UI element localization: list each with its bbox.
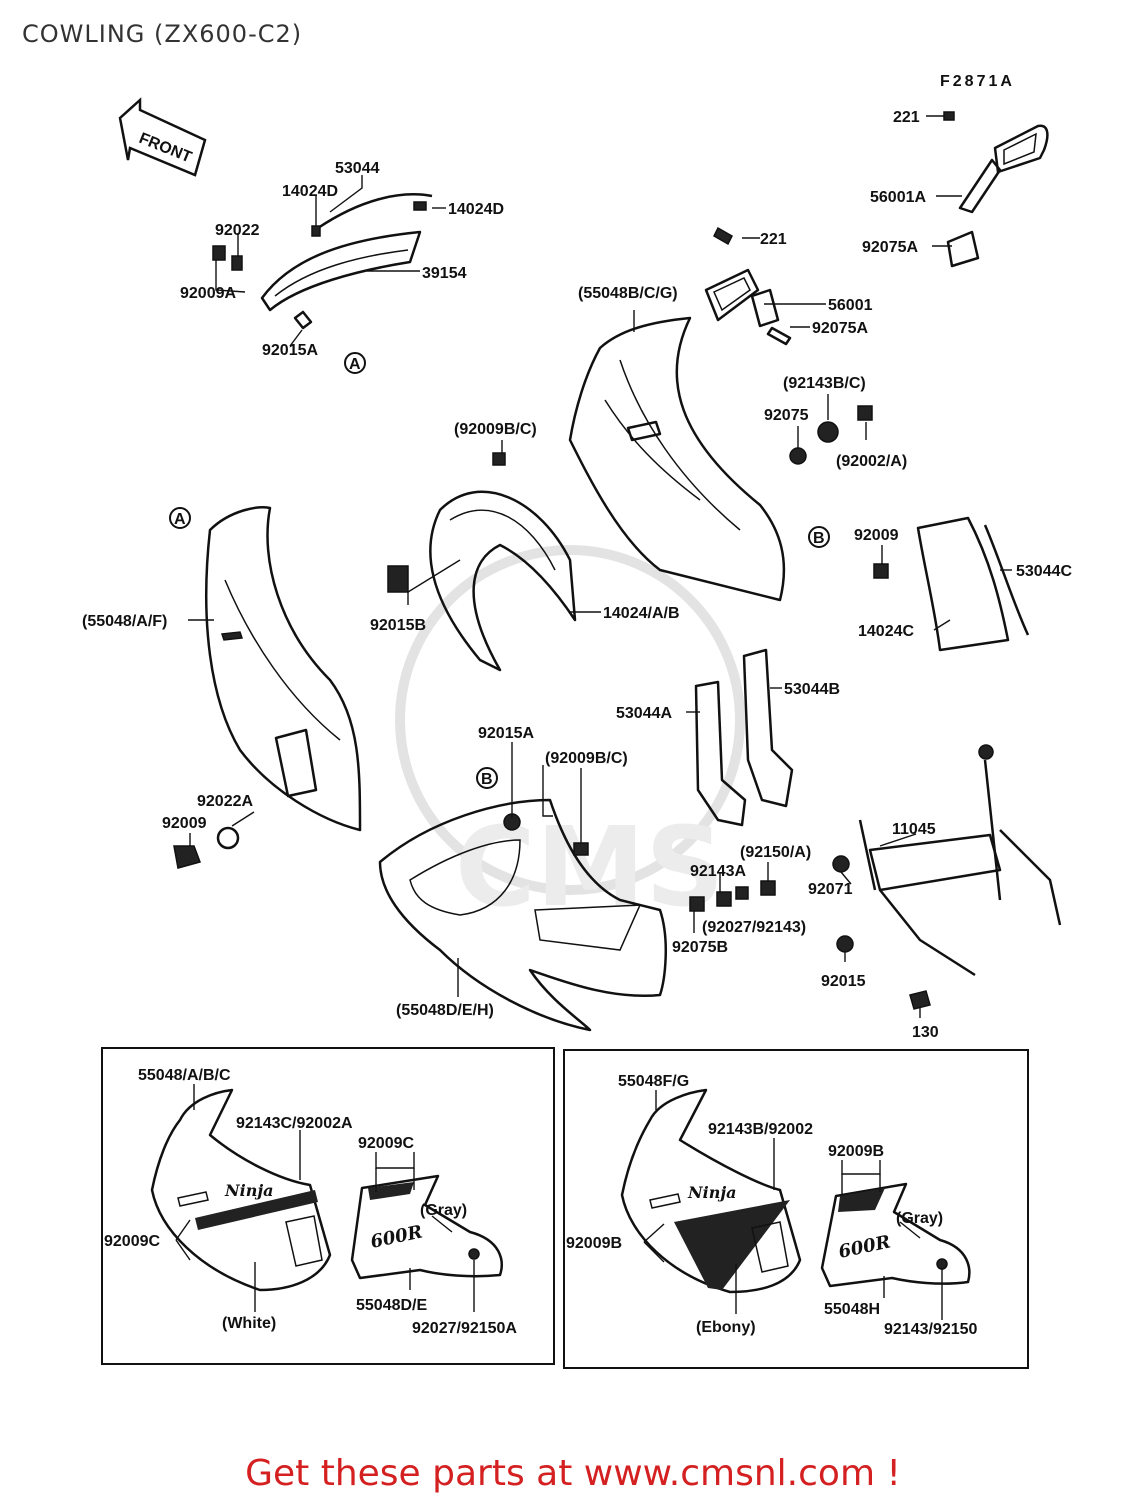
label-ebony: (Ebony) — [696, 1319, 756, 1336]
label-55048h: 55048H — [824, 1301, 880, 1318]
label-92075b: 92075B — [672, 939, 728, 956]
label-92143a: 92143A — [690, 863, 746, 880]
callout-b-lower: B — [476, 767, 498, 789]
callout-a-left: A — [169, 507, 191, 529]
label-92015a-top: 92015A — [262, 342, 318, 359]
cowling-stay — [689, 744, 1062, 1010]
label-92143bc: (92143B/C) — [783, 375, 866, 392]
label-92022a: 92022A — [197, 793, 253, 810]
label-53044: 53044 — [335, 160, 380, 177]
label-92015: 92015 — [821, 973, 866, 990]
label-55048abc: 55048/A/B/C — [138, 1067, 231, 1084]
callout-a-top: A — [344, 352, 366, 374]
label-221: 221 — [760, 231, 787, 248]
svg-text:A: A — [174, 511, 186, 528]
label-14024d-b: 14024D — [448, 201, 504, 218]
svg-text:Ninja: Ninja — [224, 1181, 274, 1200]
watermark-logo: CMS — [395, 545, 745, 931]
label-92009-left: 92009 — [162, 815, 207, 832]
label-92143b-92002: 92143B/92002 — [708, 1121, 813, 1138]
label-92009c-top: 92009C — [358, 1135, 414, 1152]
svg-text:A: A — [349, 356, 361, 373]
label-92009: 92009 — [854, 527, 899, 544]
label-56001a: 56001A — [870, 189, 926, 206]
label-56001: 56001 — [828, 297, 873, 314]
label-53044a: 53044A — [616, 705, 672, 722]
svg-text:CMS: CMS — [455, 803, 724, 931]
leader-lines — [188, 115, 1012, 1018]
svg-text:600R: 600R — [369, 1221, 425, 1252]
page-title: COWLING (ZX600-C2) — [22, 20, 303, 48]
label-130: 130 — [912, 1024, 939, 1041]
label-92022: 92022 — [215, 222, 260, 239]
front-arrow-icon: FRONT — [118, 97, 207, 177]
figure-code: F2871A — [940, 73, 1015, 90]
label-92009c-side: 92009C — [104, 1233, 160, 1250]
label-92027-92150a: 92027/92150A — [412, 1320, 517, 1337]
label-55048de: 55048D/E — [356, 1297, 427, 1314]
label-14024c: 14024C — [858, 623, 914, 640]
label-55048deh: (55048D/E/H) — [396, 1002, 494, 1019]
windscreen — [212, 193, 433, 330]
label-92071: 92071 — [808, 881, 853, 898]
label-92015b: 92015B — [370, 617, 426, 634]
label-55048af: (55048/A/F) — [82, 613, 167, 630]
svg-text:B: B — [481, 771, 493, 788]
parts-diagram: CMS FRONT F2871A — [82, 73, 1072, 1369]
footer-link[interactable]: Get these parts at www.cmsnl.com ! — [245, 1453, 901, 1494]
label-92009b-side: 92009B — [566, 1235, 622, 1252]
label-92009bc-a: (92009B/C) — [454, 421, 537, 438]
inset-left: Ninja 600R 55048/A/B/C 92143C/92002A 920… — [101, 1047, 555, 1365]
label-92015a: 92015A — [478, 725, 534, 742]
label-11045: 11045 — [892, 821, 936, 838]
svg-text:B: B — [813, 530, 825, 547]
label-221-top: 221 — [893, 109, 920, 126]
upper-cowl-left — [173, 506, 362, 869]
upper-cowl-right — [568, 316, 873, 602]
label-92002a: (92002/A) — [836, 453, 907, 470]
label-92027-92143: (92027/92143) — [702, 919, 806, 936]
label-53044c: 53044C — [1016, 563, 1072, 580]
svg-text:Ninja: Ninja — [687, 1183, 737, 1202]
label-gray-right: (Gray) — [896, 1210, 943, 1227]
label-14024d-a: 14024D — [282, 183, 338, 200]
lower-cowl — [378, 798, 668, 1032]
label-92009b-top: 92009B — [828, 1143, 884, 1160]
mirror-left — [704, 226, 792, 346]
label-gray-left: (Gray) — [420, 1202, 467, 1219]
label-14024ab: 14024/A/B — [603, 605, 680, 622]
label-white: (White) — [222, 1315, 276, 1332]
label-92143-92150: 92143/92150 — [884, 1321, 978, 1338]
label-39154: 39154 — [422, 265, 467, 282]
label-55048fg: 55048F/G — [618, 1073, 689, 1090]
label-92143c-92002a: 92143C/92002A — [236, 1115, 353, 1132]
label-53044b: 53044B — [784, 681, 840, 698]
callout-b-right: B — [808, 526, 830, 548]
label-92075: 92075 — [764, 407, 809, 424]
inset-right: Ninja 600R 55048F/G 92143B/92002 92009B … — [563, 1049, 1029, 1369]
part-labels: 53044 14024D 14024D 92022 92009A 39154 9… — [82, 109, 1072, 1041]
label-92009bc-b: (92009B/C) — [545, 750, 628, 767]
label-55048bcg: (55048B/C/G) — [578, 285, 678, 302]
side-trim-panel — [873, 516, 1030, 652]
mirror-right — [943, 111, 1049, 268]
label-92150a: (92150/A) — [740, 844, 811, 861]
label-92009a: 92009A — [180, 285, 236, 302]
svg-text:600R: 600R — [837, 1231, 893, 1262]
label-92075a: 92075A — [812, 320, 868, 337]
trim-strips — [694, 648, 794, 827]
label-92075a-top: 92075A — [862, 239, 918, 256]
